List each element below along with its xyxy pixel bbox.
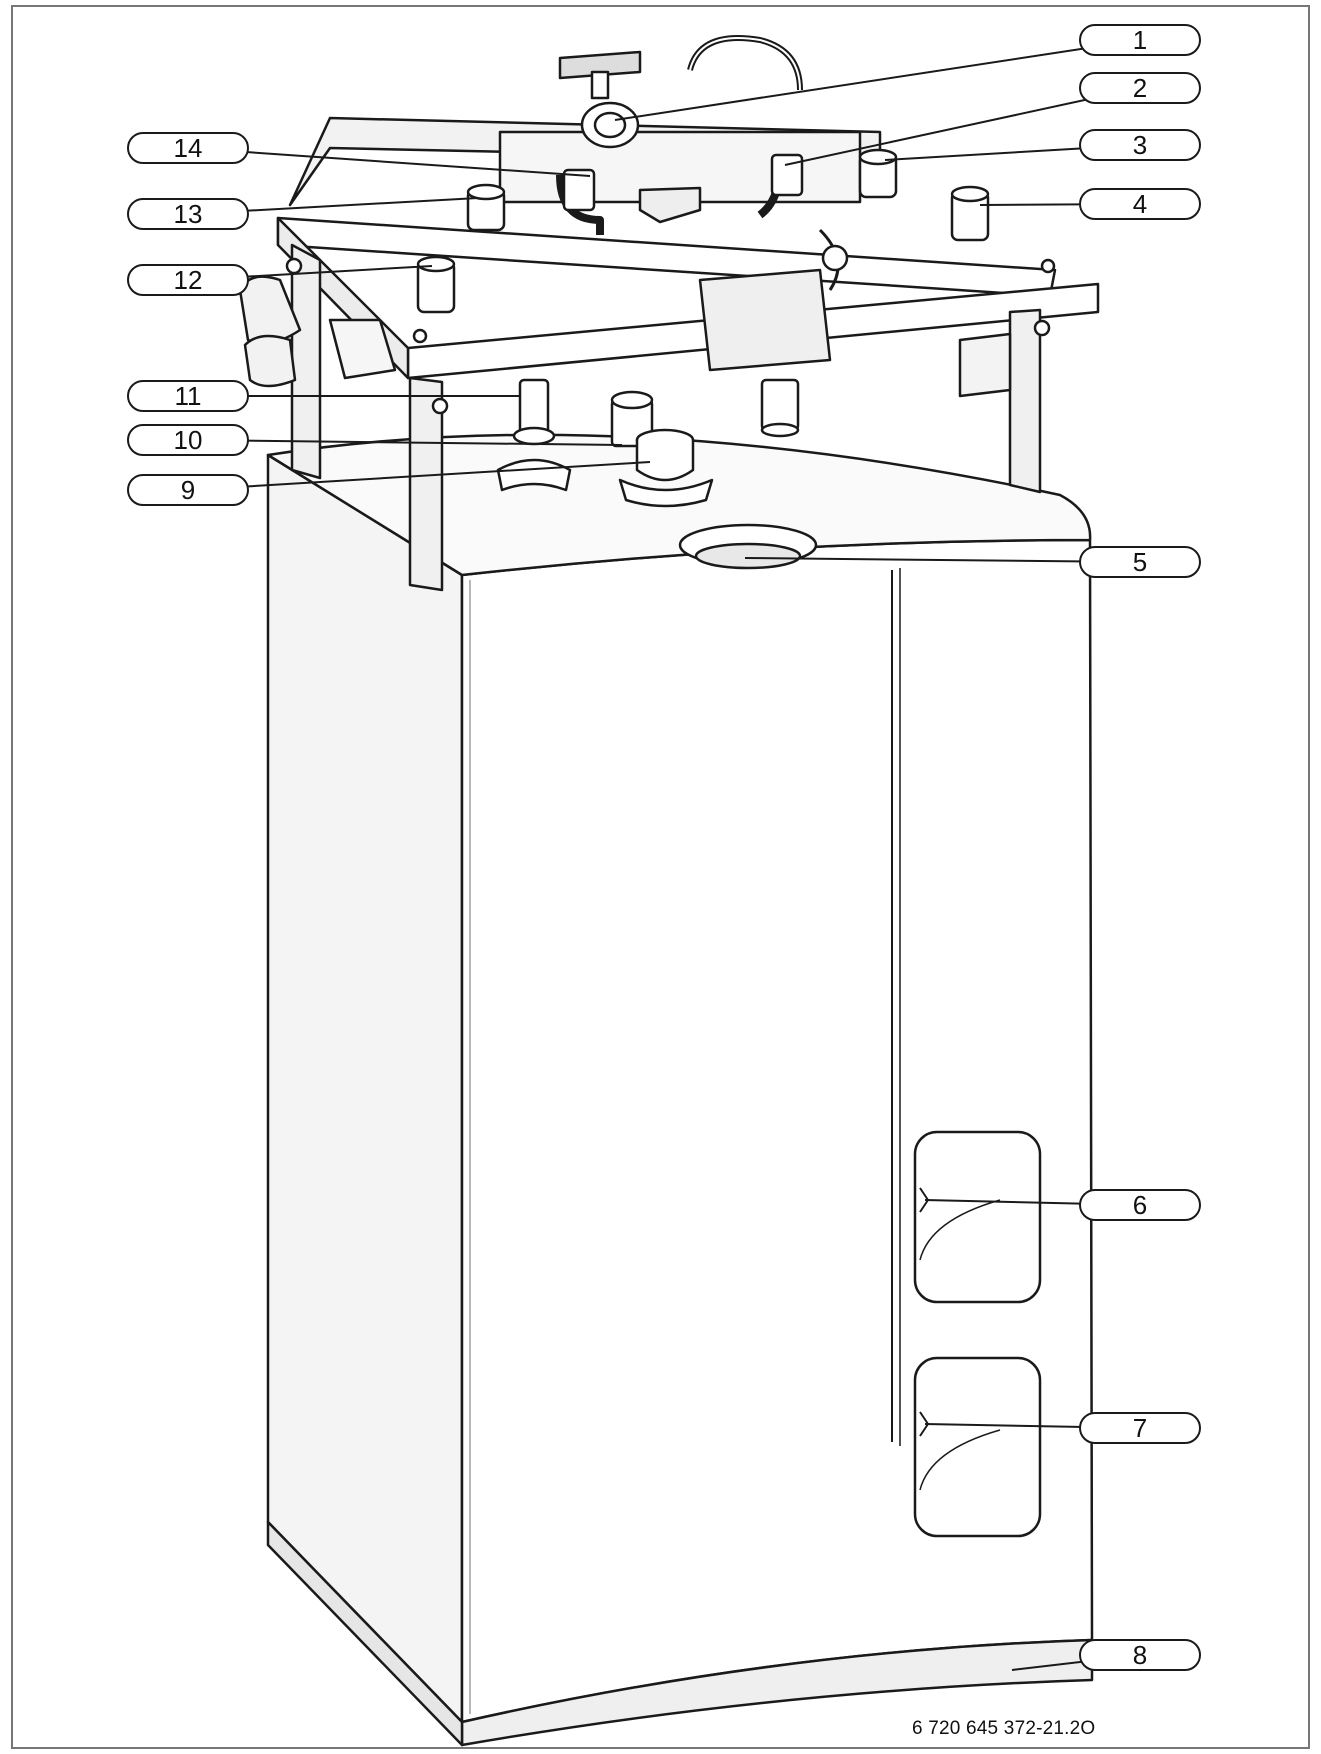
callout-bubble bbox=[1079, 1189, 1201, 1221]
callout-12: 12 bbox=[127, 264, 249, 296]
callout-bubble bbox=[1079, 546, 1201, 578]
callout-label: 3 bbox=[1133, 130, 1147, 160]
callout-label: 2 bbox=[1133, 73, 1147, 103]
callout-bubble bbox=[127, 264, 249, 296]
leader-line-10 bbox=[187, 439, 623, 446]
callout-10: 10 bbox=[127, 424, 249, 456]
callout-bubble bbox=[1079, 72, 1201, 104]
callout-bubble bbox=[127, 380, 249, 412]
pipework bbox=[238, 35, 1012, 508]
callout-label: 5 bbox=[1133, 547, 1147, 577]
callout-label: 12 bbox=[174, 265, 203, 295]
callout-11: 11 bbox=[127, 380, 249, 412]
callout-13: 13 bbox=[127, 198, 249, 230]
callout-label: 10 bbox=[174, 425, 203, 455]
leader-line-5 bbox=[744, 557, 1141, 563]
callout-label: 11 bbox=[175, 381, 202, 411]
figure-frame bbox=[11, 5, 1310, 1749]
figure-reference-code: 6 720 645 372-21.2O bbox=[912, 1718, 1096, 1739]
callout-label: 4 bbox=[1133, 189, 1147, 219]
callout-bubble bbox=[1079, 24, 1201, 56]
callout-bubble bbox=[127, 474, 249, 506]
callout-bubble bbox=[1079, 129, 1201, 161]
leader-line-9 bbox=[187, 461, 651, 491]
leader-line-2 bbox=[784, 87, 1141, 166]
callout-3: 3 bbox=[1079, 129, 1201, 161]
callout-bubble bbox=[127, 132, 249, 164]
mounting-frame bbox=[276, 116, 1100, 592]
callout-4: 4 bbox=[1079, 188, 1201, 220]
callout-label: 14 bbox=[174, 133, 203, 163]
callout-label: 1 bbox=[1133, 25, 1147, 55]
callout-bubble bbox=[1079, 188, 1201, 220]
callout-14: 14 bbox=[127, 132, 249, 164]
callout-label: 7 bbox=[1133, 1413, 1147, 1443]
leader-line-1 bbox=[614, 39, 1141, 121]
callout-label: 9 bbox=[181, 475, 195, 505]
boiler-cabinet bbox=[266, 433, 1094, 1747]
callout-1: 1 bbox=[1079, 24, 1201, 56]
callout-9: 9 bbox=[127, 474, 249, 506]
callout-label: 6 bbox=[1133, 1190, 1147, 1220]
callout-bubble bbox=[127, 198, 249, 230]
callout-5: 5 bbox=[1079, 546, 1201, 578]
callout-2: 2 bbox=[1079, 72, 1201, 104]
callout-label: 8 bbox=[1133, 1640, 1147, 1670]
callout-label: 13 bbox=[174, 199, 203, 229]
callout-bubble bbox=[1079, 1412, 1201, 1444]
callout-7: 7 bbox=[1079, 1412, 1201, 1444]
callout-6: 6 bbox=[1079, 1189, 1201, 1221]
callout-8: 8 bbox=[1079, 1639, 1201, 1671]
leader-line-14 bbox=[187, 147, 591, 177]
callout-bubble bbox=[1079, 1639, 1201, 1671]
callout-bubble bbox=[127, 424, 249, 456]
